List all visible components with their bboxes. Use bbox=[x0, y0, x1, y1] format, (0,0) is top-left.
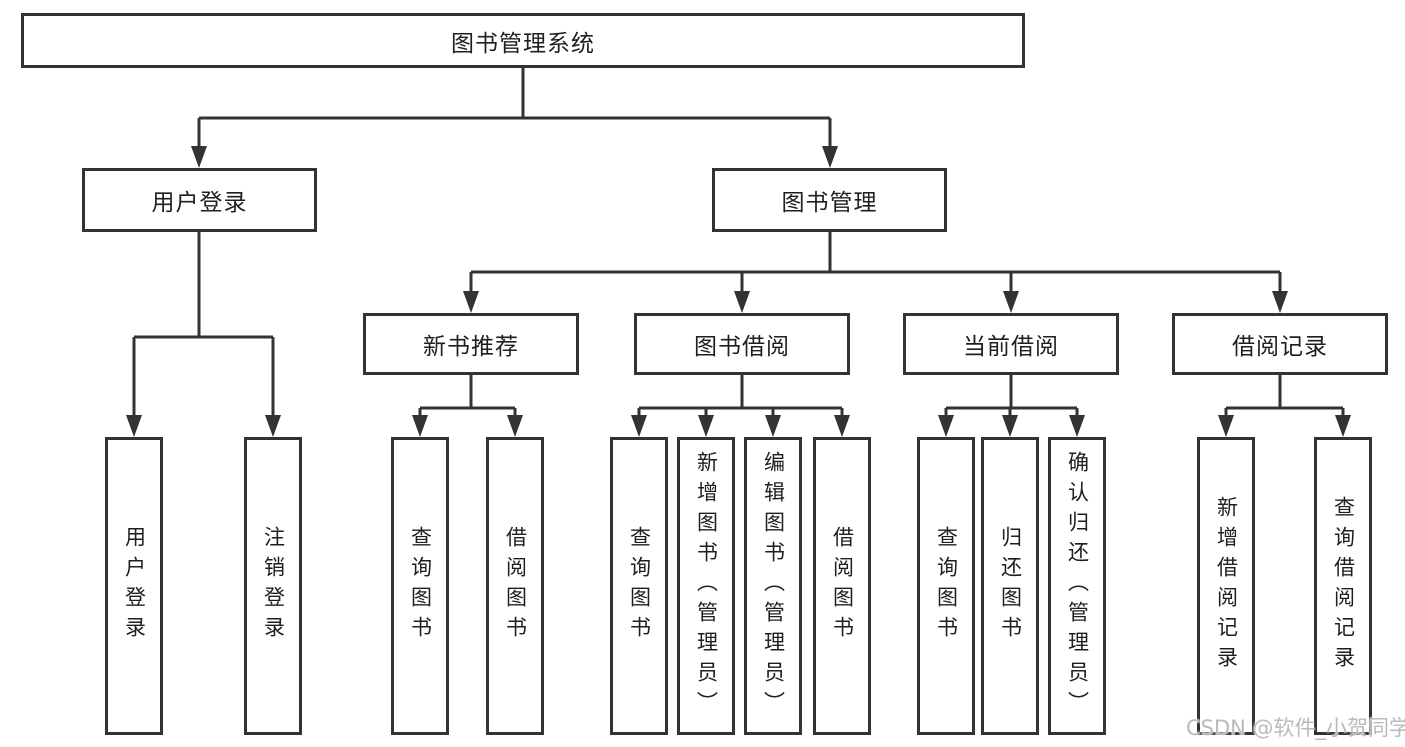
node-borrow-records-label: 借阅记录 bbox=[1232, 334, 1328, 360]
node-book-borrow-label: 图书借阅 bbox=[694, 334, 790, 360]
leaf-borrow-books-recommend: 借阅图书 bbox=[486, 437, 544, 735]
leaf-borrow-books-recommend-label: 借阅图书 bbox=[503, 526, 528, 646]
leaf-query-books-borrow: 查询图书 bbox=[610, 437, 668, 735]
leaf-edit-books-admin: 编辑图书（管理员） bbox=[744, 437, 802, 735]
node-new-book-recommend-label: 新书推荐 bbox=[423, 334, 519, 360]
leaf-query-books-current: 查询图书 bbox=[917, 437, 975, 735]
leaf-query-borrow-record: 查询借阅记录 bbox=[1314, 437, 1372, 735]
leaf-query-books-current-label: 查询图书 bbox=[934, 526, 959, 646]
leaf-query-books-borrow-label: 查询图书 bbox=[627, 526, 652, 646]
leaf-confirm-return-admin: 确认归还（管理员） bbox=[1048, 437, 1106, 735]
node-book-borrow: 图书借阅 bbox=[634, 313, 850, 375]
leaf-query-borrow-record-label: 查询借阅记录 bbox=[1331, 496, 1356, 676]
node-book-management-label: 图书管理 bbox=[781, 190, 878, 216]
leaf-user-login-label: 用户登录 bbox=[122, 526, 147, 646]
leaf-return-books: 归还图书 bbox=[981, 437, 1039, 735]
leaf-add-borrow-record-label: 新增借阅记录 bbox=[1214, 496, 1239, 676]
leaf-borrow-books: 借阅图书 bbox=[813, 437, 871, 735]
leaf-add-books-admin-label: 新增图书（管理员） bbox=[694, 451, 719, 721]
leaf-edit-books-admin-label: 编辑图书（管理员） bbox=[761, 451, 786, 721]
leaf-return-books-label: 归还图书 bbox=[998, 526, 1023, 646]
node-user-login-group-label: 用户登录 bbox=[151, 190, 248, 216]
leaf-confirm-return-admin-label: 确认归还（管理员） bbox=[1065, 451, 1090, 721]
node-current-borrow-label: 当前借阅 bbox=[963, 334, 1059, 360]
leaf-logout-label: 注销登录 bbox=[261, 526, 286, 646]
leaf-query-books-recommend-label: 查询图书 bbox=[408, 526, 433, 646]
node-current-borrow: 当前借阅 bbox=[903, 313, 1119, 375]
csdn-watermark: CSDN @软件_小贺同学 bbox=[1186, 716, 1405, 740]
leaf-add-books-admin: 新增图书（管理员） bbox=[677, 437, 735, 735]
node-root-system: 图书管理系统 bbox=[21, 13, 1025, 68]
node-user-login-group: 用户登录 bbox=[82, 168, 317, 232]
node-borrow-records: 借阅记录 bbox=[1172, 313, 1388, 375]
node-new-book-recommend: 新书推荐 bbox=[363, 313, 579, 375]
leaf-query-books-recommend: 查询图书 bbox=[391, 437, 449, 735]
leaf-logout: 注销登录 bbox=[244, 437, 302, 735]
node-book-management: 图书管理 bbox=[712, 168, 947, 232]
node-root-label: 图书管理系统 bbox=[451, 30, 595, 57]
leaf-user-login: 用户登录 bbox=[105, 437, 163, 735]
leaf-borrow-books-label: 借阅图书 bbox=[830, 526, 855, 646]
leaf-add-borrow-record: 新增借阅记录 bbox=[1197, 437, 1255, 735]
